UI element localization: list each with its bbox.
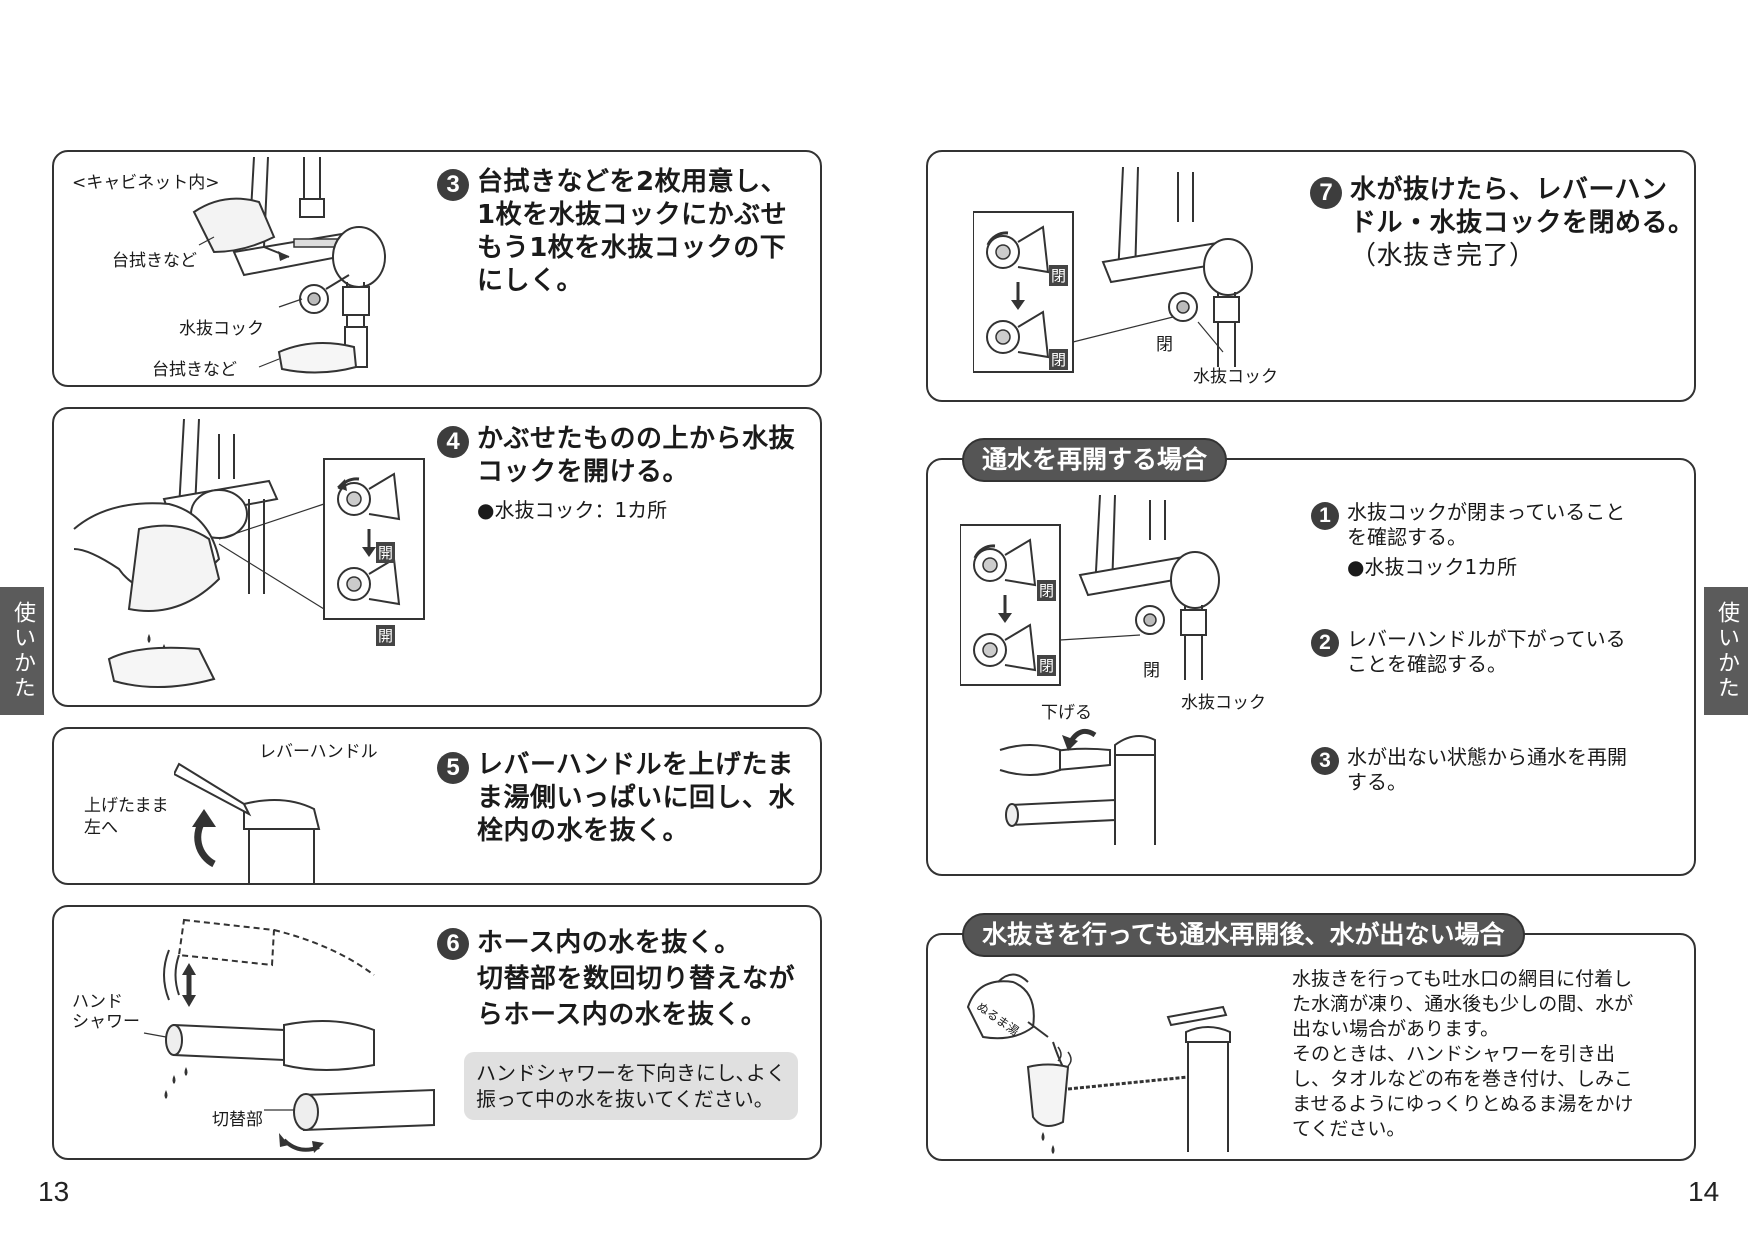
- kettle-faucet-illustration: [958, 967, 1278, 1157]
- step-number: 5: [437, 752, 469, 784]
- step-number: 2: [1311, 629, 1339, 657]
- step7-panel: 閉 閉 閉 水抜コック 7 水が抜けたら、レバーハン ドル・水抜コックを閉める。…: [926, 150, 1696, 402]
- step-number: 6: [437, 928, 469, 960]
- label-close: 閉: [1156, 335, 1173, 355]
- label-cock: 水抜コック: [1181, 693, 1266, 713]
- cabinet-cock-illustration: [64, 157, 434, 382]
- step-number: 3: [1311, 747, 1339, 775]
- close-mark-2: 閉: [1037, 655, 1057, 676]
- label-cock: 水抜コック: [179, 319, 264, 339]
- step-number: 7: [1310, 177, 1342, 209]
- resume-step2: 2 レバーハンドルが下がっている ことを確認する。: [1311, 627, 1626, 677]
- label-raise-2: 左へ: [84, 818, 118, 838]
- step6-panel: ハンド シャワー 切替部 6 ホース内の水を抜く。 切替部を数回切り替えなが ら…: [52, 905, 822, 1160]
- label-lever: レバーハンドル: [259, 742, 378, 762]
- label-cabinet: <キャビネット内>: [72, 173, 220, 193]
- right-page-number: 14: [1688, 1176, 1720, 1207]
- hand-shower-illustration: [134, 915, 464, 1155]
- step4-instruction: 4 かぶせたものの上から水抜 コックを開ける。 ●水抜コック：1カ所: [437, 423, 795, 523]
- label-lower: 下げる: [1041, 703, 1092, 723]
- resume-step1-sub: ●水抜コック1カ所: [1347, 555, 1518, 579]
- label-cock: 水抜コック: [1193, 367, 1278, 387]
- step3-instruction: 3 台拭きなどを2枚用意し、 1枚を水抜コックにかぶせ もう1枚を水抜コックの下…: [437, 166, 787, 298]
- close-mark-1: 閉: [1049, 265, 1069, 286]
- step5-instruction: 5 レバーハンドルを上げたま ま湯側いっぱいに回し、水 栓内の水を抜く。: [437, 749, 795, 848]
- left-side-tab: 使いかた: [0, 587, 44, 715]
- step4-panel: 開 開 4 かぶせたものの上から水抜 コックを開ける。 ●水抜コック：1カ所: [52, 407, 822, 707]
- close-mark-1: 閉: [1037, 580, 1057, 601]
- label-raise-1: 上げたまま: [84, 796, 169, 816]
- close-mark-2: 閉: [1049, 349, 1069, 370]
- nowater-panel: ぬるま湯 水抜きを行っても吐水口の網目に付着し た水滴が凍り、通水後も少しの間、…: [926, 933, 1696, 1161]
- right-side-tab: 使いかた: [1704, 587, 1748, 715]
- resume-illustration: [960, 495, 1280, 865]
- step6-instruction: 6 ホース内の水を抜く。 切替部を数回切り替えなが らホース内の水を抜く。: [437, 925, 795, 1033]
- label-cloth-1: 台拭きなど: [112, 251, 197, 271]
- nowater-text: 水抜きを行っても吐水口の網目に付着し た水滴が凍り、通水後も少しの間、水が 出な…: [1292, 968, 1634, 1140]
- label-hand-2: シャワー: [72, 1012, 140, 1032]
- left-page-number: 13: [38, 1176, 70, 1207]
- open-mark-1: 開: [376, 542, 396, 563]
- step4-sub: ●水抜コック：1カ所: [477, 498, 668, 522]
- lever-handle-illustration: [174, 749, 404, 884]
- resume-header: 通水を再開する場合: [962, 438, 1228, 482]
- step7-instruction: 7 水が抜けたら、レバーハン ドル・水抜コックを閉める。 （水抜き完了）: [1310, 174, 1695, 273]
- nowater-header: 水抜きを行っても通水再開後、水が出ない場合: [962, 913, 1525, 957]
- close-cock-illustration: [973, 167, 1273, 392]
- step-number: 4: [437, 426, 469, 458]
- open-cock-illustration: [69, 419, 469, 699]
- label-switch: 切替部: [212, 1110, 263, 1130]
- label-close: 閉: [1143, 661, 1160, 681]
- step-number: 3: [437, 169, 469, 201]
- resume-step1: 1 水抜コックが閉まっていること を確認する。 ●水抜コック1カ所: [1311, 500, 1625, 580]
- step-number: 1: [1311, 502, 1339, 530]
- open-mark-2: 開: [376, 625, 396, 646]
- step6-note: ハンドシャワーを下向きにし､よく 振って中の水を抜いてください。: [464, 1052, 798, 1120]
- step5-panel: レバーハンドル 上げたまま 左へ 5 レバーハンドルを上げたま ま湯側いっぱいに…: [52, 727, 822, 885]
- label-hand-1: ハンド: [72, 992, 123, 1012]
- resume-step3: 3 水が出ない状態から通水を再開 する。: [1311, 745, 1627, 795]
- resume-panel: 閉 閉 閉 水抜コック 下げる 1 水抜コックが閉まっていること を確認する。 …: [926, 458, 1696, 876]
- step3-panel: <キャビネット内> 台拭きなど 水抜コック 台拭きなど 3 台拭きなどを2枚用意…: [52, 150, 822, 387]
- label-cloth-2: 台拭きなど: [152, 360, 237, 380]
